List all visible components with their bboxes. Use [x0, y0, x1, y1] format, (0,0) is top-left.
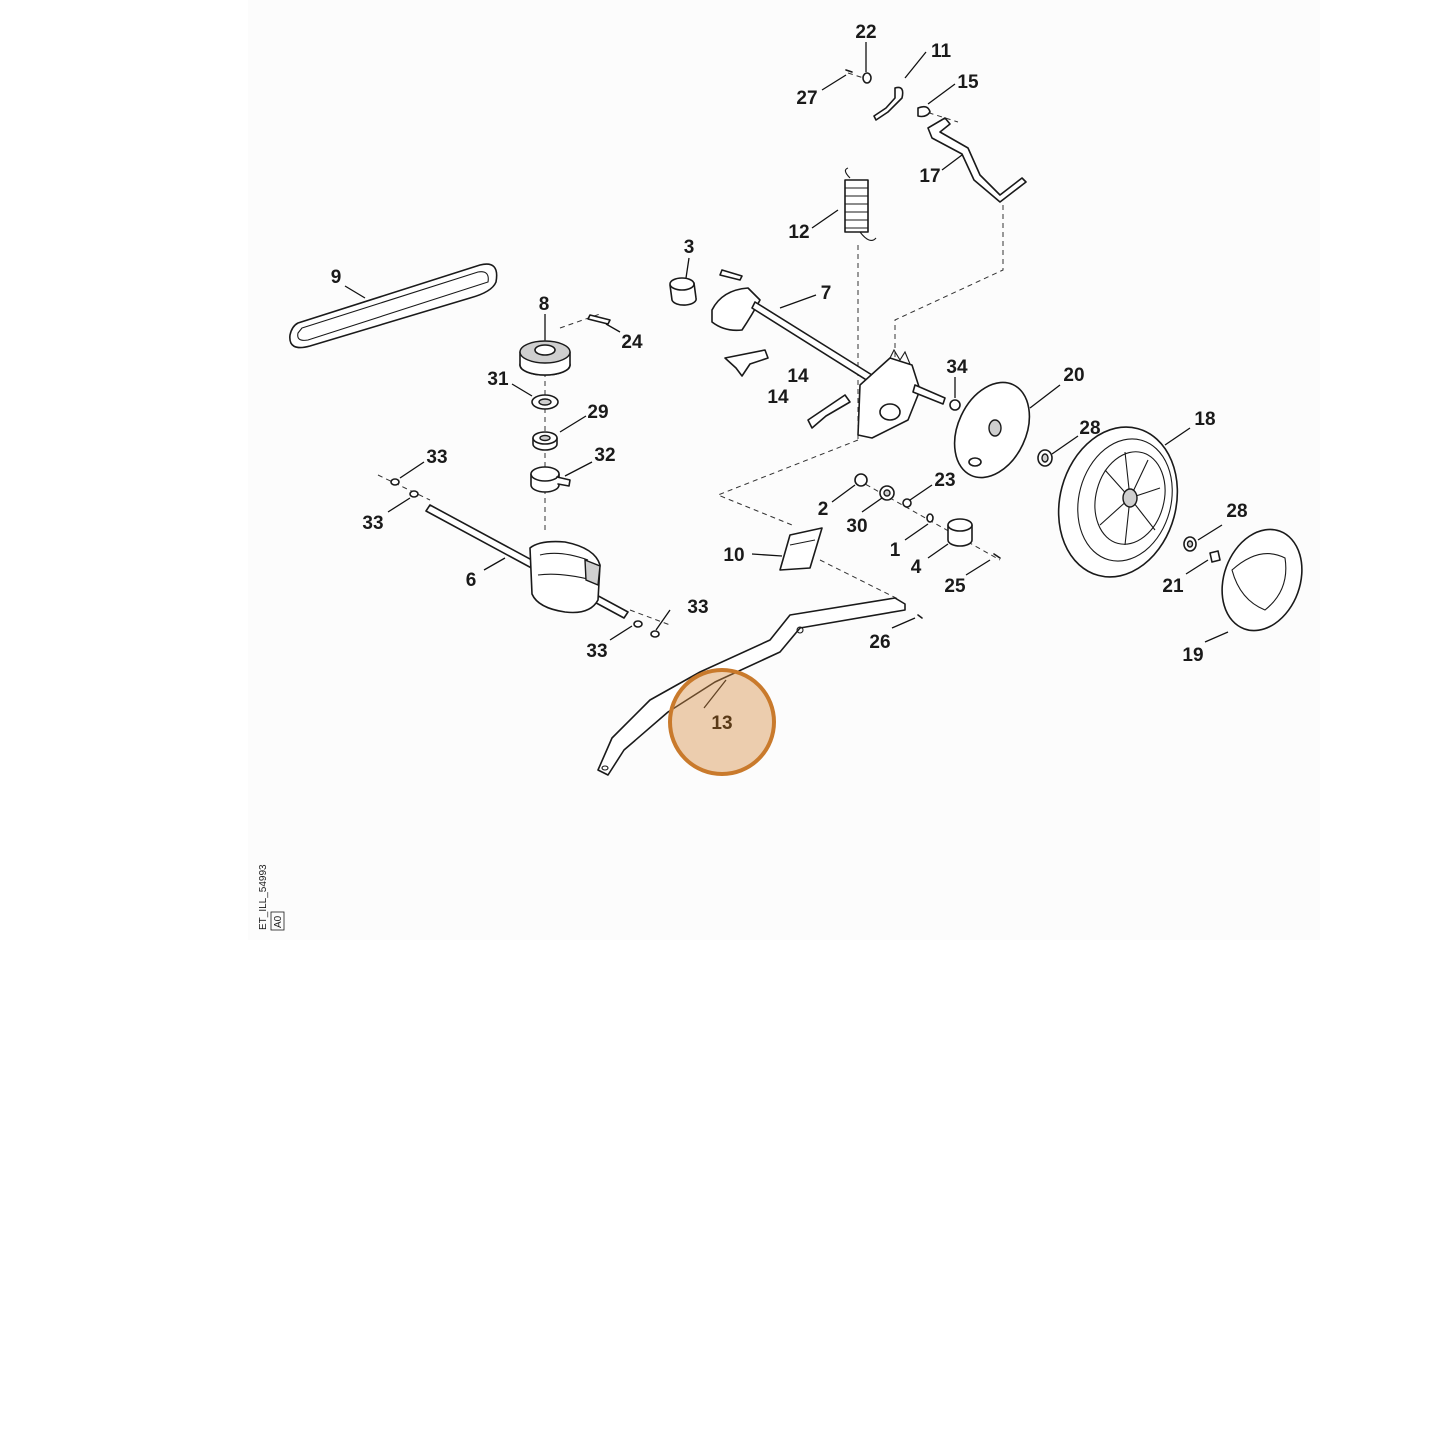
callout-25: 25: [944, 576, 966, 597]
callout-10: 10: [723, 545, 744, 566]
callout-22: 22: [855, 22, 876, 43]
clip-parts: [724, 349, 851, 429]
callout-21: 21: [1162, 576, 1184, 597]
callout-8: 8: [539, 294, 550, 315]
leader-lines: [344, 42, 1229, 709]
pulley-part: [519, 340, 571, 376]
seal-part: [531, 394, 559, 410]
highlight-marker: 13: [668, 668, 776, 776]
hub-disk-part: [953, 381, 1031, 479]
callout-29: 29: [587, 402, 608, 423]
bearing-part: [532, 431, 558, 451]
callout-6: 6: [466, 570, 477, 591]
pad-part: [779, 527, 823, 571]
callout-18: 18: [1194, 409, 1215, 430]
callout-12: 12: [788, 222, 809, 243]
wheel-cap-part: [1221, 528, 1303, 632]
callout-33-c: 33: [687, 597, 708, 618]
callout-27: 27: [796, 88, 817, 109]
callout-23: 23: [934, 470, 955, 491]
callouts: 22 11 27 15 17 12 3 7 9 8 24 31 29 32 33…: [331, 22, 1248, 666]
callout-33-d: 33: [586, 641, 607, 662]
callout-7: 7: [821, 283, 832, 304]
washer-28-part: [1037, 449, 1053, 467]
belt-part: [289, 263, 498, 349]
callout-4: 4: [911, 557, 922, 578]
callout-32: 32: [594, 445, 615, 466]
callout-33-b: 33: [362, 513, 383, 534]
coupling-part: [669, 277, 697, 306]
washer-28b-part: [1183, 536, 1197, 552]
callout-15: 15: [957, 72, 979, 93]
callout-1: 1: [890, 540, 901, 561]
callout-14-b: 14: [767, 387, 789, 408]
callout-9: 9: [331, 267, 342, 288]
callout-14-a: 14: [787, 366, 809, 387]
reference-code: ET_ILL_54993: [258, 864, 269, 930]
reference-label: ET_ILL_54993 A0: [258, 864, 285, 931]
callout-19: 19: [1182, 645, 1203, 666]
bent-rod-part: [927, 117, 1027, 203]
callout-24: 24: [621, 332, 643, 353]
revision-code: A0: [273, 915, 284, 928]
callout-13: 13: [711, 713, 732, 734]
callout-11: 11: [931, 41, 952, 62]
axle-gearbox-part: [425, 504, 629, 619]
lever-shaft-part: [711, 269, 881, 387]
clutch-part: [530, 466, 571, 493]
highlight-circle: [668, 668, 776, 776]
callout-20: 20: [1063, 365, 1084, 386]
callout-34: 34: [946, 357, 968, 378]
handle-bar-part: [597, 597, 906, 776]
callout-33-a: 33: [426, 447, 447, 468]
callout-2: 2: [818, 499, 829, 520]
callout-17: 17: [919, 166, 940, 187]
pin-26-part: [917, 614, 923, 619]
middle-small-parts: [854, 473, 1001, 559]
callout-30: 30: [846, 516, 867, 537]
callout-28-a: 28: [1079, 418, 1100, 439]
washer-34-part: [949, 399, 961, 411]
revision-box: [270, 911, 285, 931]
key-part: [587, 314, 611, 325]
callout-3: 3: [684, 237, 695, 258]
spring-part: [844, 167, 877, 241]
callout-31: 31: [487, 369, 509, 390]
wheel-part: [1057, 426, 1179, 578]
retaining-rings-part: [390, 478, 660, 638]
callout-28-b: 28: [1226, 501, 1247, 522]
height-adjuster-part: [857, 348, 946, 439]
callout-26: 26: [869, 632, 890, 653]
upper-small-parts: [845, 69, 931, 121]
nut-21-part: [1209, 550, 1221, 563]
